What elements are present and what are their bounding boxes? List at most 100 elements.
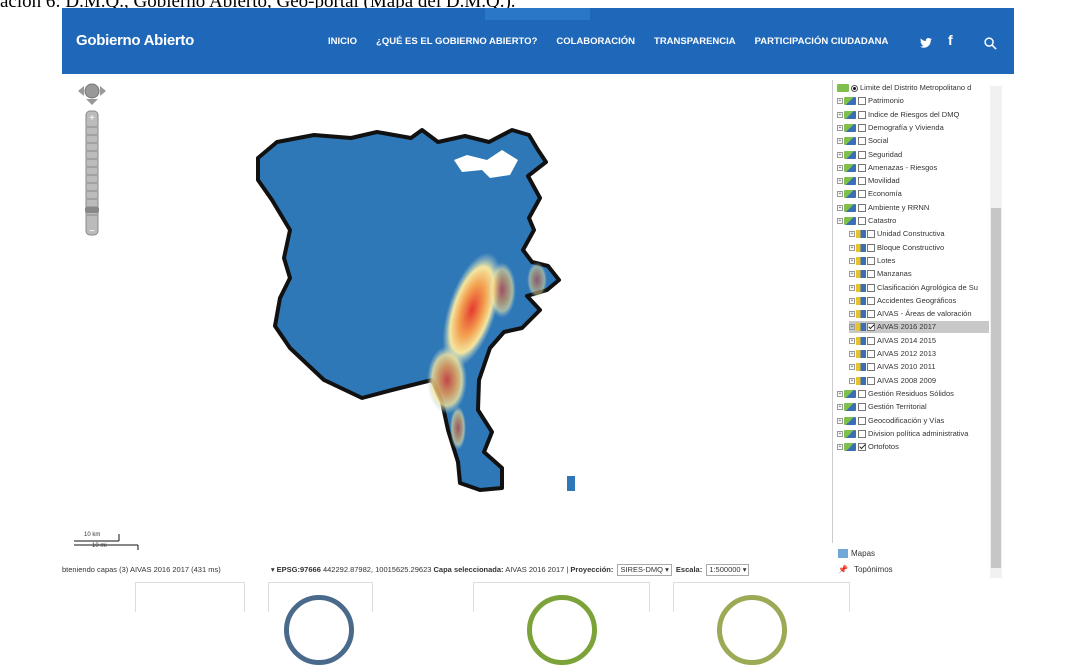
zoom-control[interactable]: + − bbox=[74, 83, 114, 243]
layer-checkbox[interactable] bbox=[867, 350, 875, 359]
layer-checkbox[interactable] bbox=[858, 97, 866, 106]
layer-radio[interactable] bbox=[851, 84, 858, 92]
expand-icon[interactable]: + bbox=[837, 390, 843, 397]
layer-checkbox[interactable] bbox=[858, 203, 866, 212]
layer-checkbox[interactable] bbox=[858, 190, 866, 199]
tab-maps[interactable]: Mapas bbox=[838, 548, 875, 560]
layer-item[interactable]: +Ambiente y RRNN bbox=[837, 202, 989, 214]
facebook-icon[interactable]: f bbox=[948, 32, 953, 48]
menu-item-participacion[interactable]: PARTICIPACIÓN CIUDADANA bbox=[754, 36, 889, 47]
layer-item[interactable]: +Gestión Residuos Sólidos bbox=[837, 388, 989, 400]
layer-item[interactable]: +Patrimonio bbox=[837, 95, 989, 107]
tab-toponyms[interactable]: 📌Topónimos bbox=[838, 564, 893, 576]
layer-checkbox[interactable] bbox=[867, 336, 875, 345]
twitter-icon[interactable] bbox=[920, 38, 932, 48]
layer-checkbox[interactable] bbox=[867, 376, 875, 385]
expand-icon[interactable]: + bbox=[849, 364, 855, 371]
layer-checkbox[interactable] bbox=[858, 217, 866, 226]
expand-icon[interactable]: + bbox=[837, 191, 843, 198]
layer-checkbox[interactable] bbox=[867, 310, 875, 319]
expand-icon[interactable]: + bbox=[849, 257, 855, 264]
search-icon[interactable] bbox=[984, 37, 997, 50]
scale-select[interactable]: 1:500000 ▾ bbox=[706, 564, 750, 577]
layer-checkbox[interactable] bbox=[867, 270, 875, 279]
layer-checkbox[interactable] bbox=[867, 283, 875, 292]
layer-item[interactable]: +Geocodificación y Vías bbox=[837, 415, 989, 427]
layer-checkbox[interactable] bbox=[858, 110, 866, 119]
layer-item[interactable]: +AIVAS 2016 2017 bbox=[849, 321, 989, 334]
layer-item[interactable]: +Economía bbox=[837, 188, 989, 200]
layer-item[interactable]: +Clasificación Agrológica de Su bbox=[849, 282, 989, 294]
layer-item[interactable]: +Bloque Constructivo bbox=[849, 242, 989, 254]
expand-icon[interactable]: + bbox=[837, 430, 843, 437]
expand-icon[interactable]: + bbox=[837, 417, 843, 424]
expand-icon[interactable]: + bbox=[849, 244, 855, 251]
layer-item[interactable]: +AIVAS 2008 2009 bbox=[849, 375, 989, 387]
expand-icon[interactable]: + bbox=[837, 138, 843, 145]
layer-item[interactable]: +AIVAS 2012 2013 bbox=[849, 348, 989, 360]
layer-checkbox[interactable] bbox=[867, 363, 875, 372]
layer-checkbox[interactable] bbox=[858, 177, 866, 186]
expand-icon[interactable]: + bbox=[837, 98, 843, 105]
expand-icon[interactable]: + bbox=[849, 231, 855, 238]
expand-icon[interactable]: + bbox=[837, 218, 843, 225]
layer-item[interactable]: +AIVAS 2010 2011 bbox=[849, 361, 989, 373]
expand-icon[interactable]: + bbox=[849, 284, 855, 291]
layer-checkbox[interactable] bbox=[858, 163, 866, 172]
expand-icon[interactable]: + bbox=[849, 324, 855, 331]
expand-icon[interactable]: + bbox=[837, 444, 843, 451]
expand-icon[interactable]: + bbox=[837, 124, 843, 131]
layer-item[interactable]: +Amenazas - Riesgos bbox=[837, 162, 989, 174]
expand-icon[interactable]: + bbox=[849, 377, 855, 384]
layer-checkbox[interactable] bbox=[858, 123, 866, 132]
menu-item-inicio[interactable]: INICIO bbox=[328, 36, 358, 47]
layer-checkbox[interactable] bbox=[858, 137, 866, 146]
layer-item[interactable]: +Lotes bbox=[849, 255, 989, 267]
layer-checkbox[interactable] bbox=[858, 389, 866, 398]
layer-item[interactable]: +Indice de Riesgos del DMQ bbox=[837, 109, 989, 121]
layer-checkbox[interactable] bbox=[858, 443, 866, 452]
layer-checkbox[interactable] bbox=[867, 230, 875, 239]
footer-card-1[interactable] bbox=[135, 582, 245, 612]
scrollbar-thumb[interactable] bbox=[991, 208, 1001, 568]
expand-icon[interactable]: + bbox=[849, 351, 855, 358]
layer-checkbox[interactable] bbox=[858, 416, 866, 425]
layer-item[interactable]: +Seguridad bbox=[837, 149, 989, 161]
layer-checkbox[interactable] bbox=[858, 429, 866, 438]
expand-icon[interactable]: + bbox=[837, 178, 843, 185]
layer-item[interactable]: +Social bbox=[837, 135, 989, 147]
district-map[interactable] bbox=[62, 80, 832, 560]
layer-item[interactable]: +Movilidad bbox=[837, 175, 989, 187]
layer-item[interactable]: +Gestión Territorial bbox=[837, 401, 989, 413]
expand-icon[interactable]: + bbox=[837, 164, 843, 171]
expand-icon[interactable]: + bbox=[849, 271, 855, 278]
menu-item-transparencia[interactable]: TRANSPARENCIA bbox=[654, 36, 736, 47]
layer-checkbox[interactable] bbox=[867, 296, 875, 305]
expand-icon[interactable]: + bbox=[837, 111, 843, 118]
brand-title[interactable]: Gobierno Abierto bbox=[76, 32, 194, 49]
layer-checkbox[interactable] bbox=[858, 150, 866, 159]
layer-scrollbar[interactable] bbox=[990, 86, 1002, 578]
layer-checkbox[interactable] bbox=[867, 243, 875, 252]
expand-icon[interactable]: + bbox=[837, 204, 843, 211]
layer-item[interactable]: +Division política administrativa bbox=[837, 428, 989, 440]
expand-icon[interactable]: + bbox=[849, 311, 855, 318]
layer-item[interactable]: +Catastro bbox=[837, 215, 989, 227]
menu-item-que-es[interactable]: ¿QUÉ ES EL GOBIERNO ABIERTO? bbox=[376, 36, 538, 47]
layer-item[interactable]: +Accidentes Geográficos bbox=[849, 295, 989, 307]
layer-checkbox[interactable] bbox=[858, 403, 866, 412]
layer-item[interactable]: +AIVAS - Áreas de valoración bbox=[849, 308, 989, 320]
layer-item[interactable]: +AIVAS 2014 2015 bbox=[849, 335, 989, 347]
layer-checkbox[interactable] bbox=[867, 323, 875, 332]
expand-icon[interactable]: + bbox=[837, 404, 843, 411]
layer-item[interactable]: +Unidad Constructiva bbox=[849, 228, 989, 240]
expand-icon[interactable]: + bbox=[849, 337, 855, 344]
layer-item[interactable]: +Demografía y Vivienda bbox=[837, 122, 989, 134]
projection-select[interactable]: SIRES-DMQ ▾ bbox=[617, 564, 672, 577]
layer-item[interactable]: Limite del Distrito Metropolitano d bbox=[837, 82, 989, 94]
layer-item[interactable]: +Ortofotos bbox=[837, 441, 989, 453]
expand-icon[interactable]: + bbox=[849, 297, 855, 304]
layer-checkbox[interactable] bbox=[867, 256, 875, 265]
expand-icon[interactable]: + bbox=[837, 151, 843, 158]
layer-item[interactable]: +Manzanas bbox=[849, 268, 989, 280]
